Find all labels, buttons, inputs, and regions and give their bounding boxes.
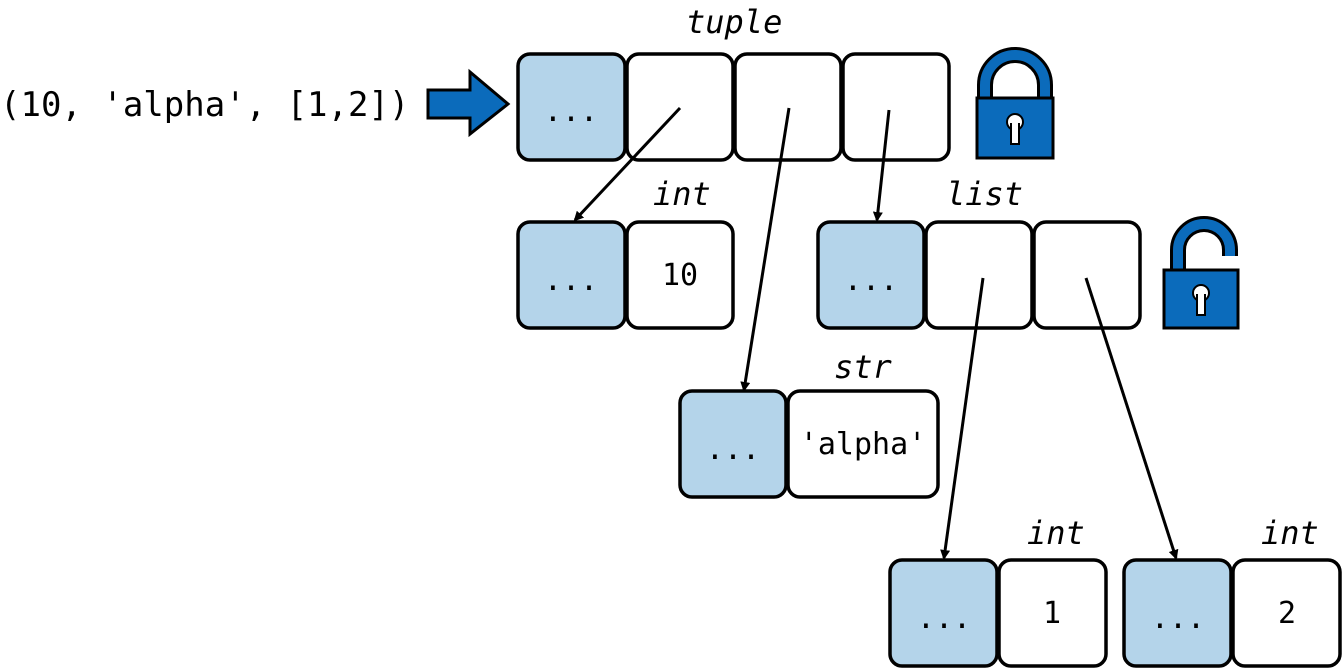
str-value-cell	[786, 389, 940, 499]
tuple-header-text: ...	[544, 94, 598, 129]
int-10-header-text: ...	[544, 263, 598, 298]
str-header-text: ...	[706, 432, 760, 467]
int-10-value-text: 10	[662, 258, 698, 293]
pointer-list-to-int-1	[940, 277, 985, 560]
str-value-text: 'alpha'	[800, 427, 926, 462]
list-type-label: list	[946, 175, 1023, 213]
pointer-tuple-to-str	[740, 107, 791, 392]
str-header-cell	[678, 389, 788, 499]
tuple-object: tuple ...	[516, 3, 951, 162]
int-10-object: int ... 10	[516, 175, 735, 330]
list-item-cell	[924, 220, 1034, 330]
int-10-type-label: int	[653, 175, 711, 213]
int-2-header-cell	[1122, 558, 1233, 668]
locked-icon	[975, 47, 1055, 160]
list-header-cell	[816, 220, 926, 330]
list-object: list ...	[816, 175, 1142, 330]
list-header-text: ...	[844, 263, 898, 298]
int-1-header-text: ...	[917, 601, 971, 636]
tuple-item-cell	[625, 52, 735, 162]
expression-text: (10, 'alpha', [1,2])	[0, 85, 409, 125]
int-1-value-text: 1	[1043, 596, 1061, 631]
pointer-tuple-to-list	[872, 109, 891, 222]
tuple-header-cell	[516, 52, 627, 162]
pointer-tuple-to-int-10	[573, 106, 682, 222]
list-item-cell	[1032, 220, 1142, 330]
input-arrow-icon	[426, 68, 511, 138]
int-1-type-label: int	[1027, 514, 1085, 552]
unlocked-icon	[1162, 216, 1240, 330]
int-1-value-cell	[997, 558, 1108, 668]
tuple-type-label: tuple	[686, 3, 782, 41]
int-10-value-cell	[625, 220, 735, 330]
int-2-type-label: int	[1261, 514, 1319, 552]
tuple-item-cell	[733, 52, 843, 162]
int-1-header-cell	[888, 558, 999, 668]
pointer-list-to-int-2	[1084, 277, 1179, 560]
str-type-label: str	[834, 348, 893, 386]
tuple-item-cell	[841, 52, 951, 162]
int-2-value-cell	[1231, 558, 1342, 668]
int-2-header-text: ...	[1151, 601, 1205, 636]
int-2-value-text: 2	[1278, 596, 1296, 631]
int-1-object: int ... 1	[888, 514, 1108, 668]
int-2-object: int ... 2	[1122, 514, 1342, 668]
int-10-header-cell	[516, 220, 627, 330]
str-object: str ... 'alpha'	[678, 348, 940, 499]
